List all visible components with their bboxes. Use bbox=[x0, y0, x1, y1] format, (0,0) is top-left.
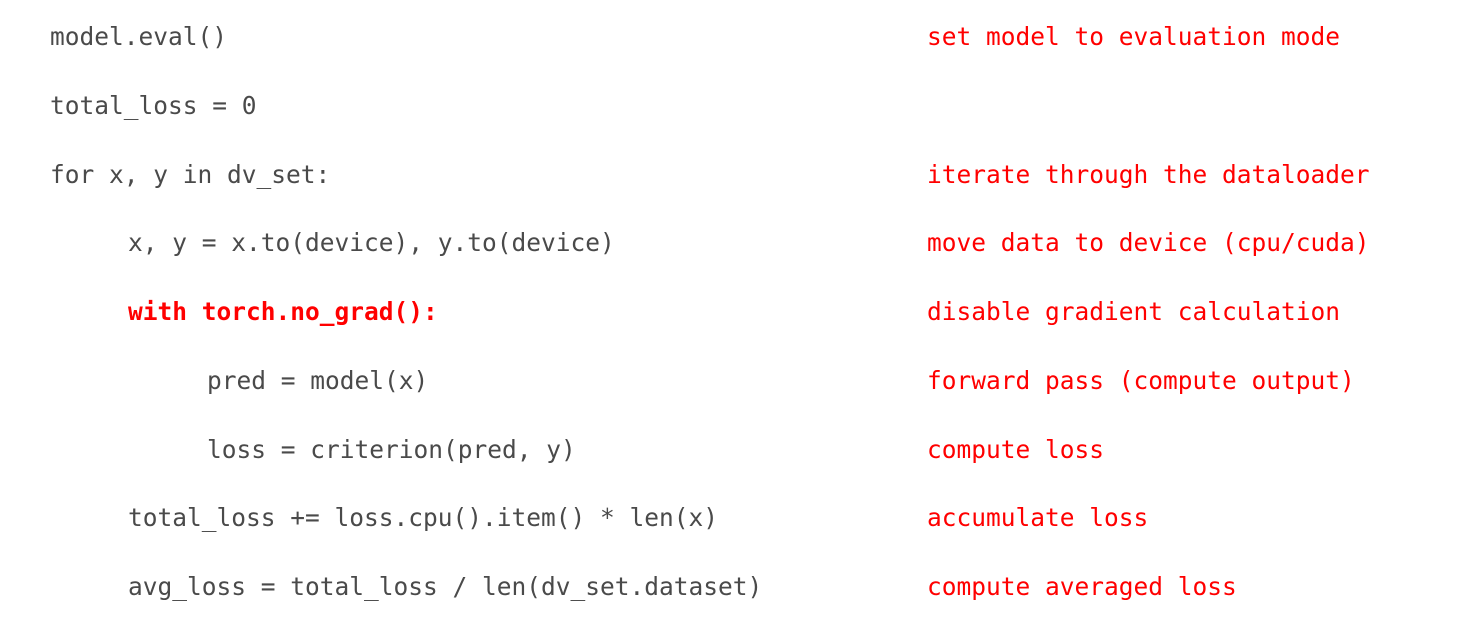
code-line-3: for x, y in dv_set: iterate through the … bbox=[0, 155, 1471, 195]
code-text: total_loss += loss.cpu().item() * len(x) bbox=[128, 503, 719, 532]
code-comment: disable gradient calculation bbox=[927, 297, 1341, 326]
code-text-highlighted: with torch.no_grad(): bbox=[128, 297, 438, 326]
code-text: model.eval() bbox=[50, 22, 228, 51]
code-comment: forward pass (compute output) bbox=[927, 366, 1355, 395]
code-comment: set model to evaluation mode bbox=[927, 22, 1341, 51]
code-line-5: with torch.no_grad(): disable gradient c… bbox=[0, 292, 1471, 332]
code-line-2: total_loss = 0 bbox=[0, 86, 1471, 126]
code-comment: move data to device (cpu/cuda) bbox=[927, 228, 1370, 257]
code-comment: iterate through the dataloader bbox=[927, 160, 1370, 189]
code-text: avg_loss = total_loss / len(dv_set.datas… bbox=[128, 572, 763, 601]
code-text: for x, y in dv_set: bbox=[50, 160, 331, 189]
code-comment: accumulate loss bbox=[927, 503, 1149, 532]
code-line-1: model.eval() set model to evaluation mod… bbox=[0, 17, 1471, 57]
code-text: pred = model(x) bbox=[207, 366, 429, 395]
code-line-9: avg_loss = total_loss / len(dv_set.datas… bbox=[0, 567, 1471, 607]
code-comment: compute loss bbox=[927, 435, 1105, 464]
code-text: total_loss = 0 bbox=[50, 91, 257, 120]
code-line-6: pred = model(x) forward pass (compute ou… bbox=[0, 361, 1471, 401]
code-line-7: loss = criterion(pred, y) compute loss bbox=[0, 430, 1471, 470]
code-text: loss = criterion(pred, y) bbox=[207, 435, 576, 464]
code-text: x, y = x.to(device), y.to(device) bbox=[128, 228, 615, 257]
code-line-8: total_loss += loss.cpu().item() * len(x)… bbox=[0, 498, 1471, 538]
code-line-4: x, y = x.to(device), y.to(device) move d… bbox=[0, 223, 1471, 263]
code-comment: compute averaged loss bbox=[927, 572, 1237, 601]
